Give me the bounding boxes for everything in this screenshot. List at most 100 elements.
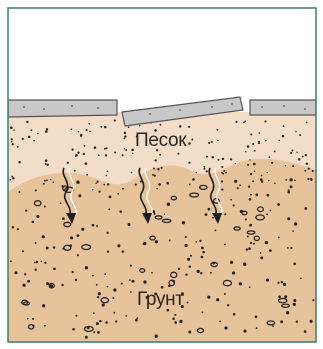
soil-grain xyxy=(233,313,236,316)
soil-grain xyxy=(265,241,268,244)
soil-grain xyxy=(129,279,131,281)
sand-grain xyxy=(222,173,224,175)
soil-grain xyxy=(293,299,296,302)
sand-grain xyxy=(304,170,306,172)
soil-grain xyxy=(121,283,123,285)
sand-grain xyxy=(75,155,77,157)
soil-grain xyxy=(192,178,195,181)
soil-grain xyxy=(107,286,109,288)
soil-grain xyxy=(224,326,227,329)
sand-grain xyxy=(179,125,182,128)
sand-grain xyxy=(261,181,263,183)
sand-grain xyxy=(107,183,109,185)
sand-grain xyxy=(222,158,224,160)
soil-grain xyxy=(278,236,280,238)
sand-grain xyxy=(218,159,220,161)
soil-grain xyxy=(169,240,171,242)
soil-grain xyxy=(188,331,191,334)
sand-grain xyxy=(104,126,106,128)
soil-grain xyxy=(293,262,296,265)
sand-grain xyxy=(98,190,100,192)
soil-grain xyxy=(85,266,88,269)
soil-grain xyxy=(174,321,177,324)
sand-grain xyxy=(117,193,119,195)
soil-grain xyxy=(25,209,27,211)
soil-grain xyxy=(287,247,289,249)
soil-grain xyxy=(77,234,80,237)
sand-grain xyxy=(89,131,91,133)
soil-grain xyxy=(207,296,210,299)
sand-grain xyxy=(154,175,156,177)
soil-grain xyxy=(230,261,233,264)
soil-grain xyxy=(312,299,314,301)
soil-grain xyxy=(243,330,246,333)
soil-grain xyxy=(256,327,258,329)
soil-grain xyxy=(182,221,185,224)
sand-grain xyxy=(247,164,249,166)
soil-grain xyxy=(42,304,45,307)
soil-grain xyxy=(76,181,79,184)
sand-grain xyxy=(252,180,254,182)
soil-grain xyxy=(97,331,100,334)
soil-grain xyxy=(46,247,49,250)
soil-grain xyxy=(267,194,270,197)
soil-grain xyxy=(107,251,109,253)
sand-grain xyxy=(271,162,273,164)
sand-grain xyxy=(50,179,52,181)
sand-grain xyxy=(310,179,312,181)
sand-grain xyxy=(208,142,210,144)
sand-grain xyxy=(80,134,82,136)
soil-grain xyxy=(17,228,19,230)
soil-grain xyxy=(135,319,138,322)
sand-grain xyxy=(204,166,206,168)
soil-grain xyxy=(189,265,191,267)
soil-grain xyxy=(44,206,46,208)
soil-grain xyxy=(151,272,153,274)
soil-grain xyxy=(125,315,127,317)
soil-grain xyxy=(72,271,74,273)
soil-grain xyxy=(199,240,201,242)
sand-grain xyxy=(253,163,256,166)
soil-grain xyxy=(249,286,251,288)
soil-grain xyxy=(53,267,56,270)
soil-grain xyxy=(205,213,208,216)
sand-grain xyxy=(206,156,208,158)
soil-grain xyxy=(290,247,292,249)
sand-grain xyxy=(250,133,252,135)
soil-grain xyxy=(283,283,286,286)
sand-grain xyxy=(124,148,126,150)
soil-grain xyxy=(277,282,279,284)
soil-grain xyxy=(32,318,34,320)
sand-grain xyxy=(124,136,126,138)
soil-grain xyxy=(119,210,122,213)
sand-grain xyxy=(13,129,15,131)
soil-grain xyxy=(92,224,95,227)
soil-grain xyxy=(46,282,49,285)
soil-grain xyxy=(130,291,132,293)
soil-grain xyxy=(212,217,214,219)
soil-grain xyxy=(44,325,46,327)
sand-grain xyxy=(269,156,271,158)
sand-grain xyxy=(230,158,232,160)
soil-grain xyxy=(247,236,249,238)
soil-grain xyxy=(97,296,99,298)
soil-grain xyxy=(268,180,270,182)
soil-grain xyxy=(200,272,202,274)
sand-grain xyxy=(45,130,48,133)
soil-grain xyxy=(278,295,281,298)
sand-grain xyxy=(308,168,310,170)
sand-grain xyxy=(191,139,193,141)
soil-grain xyxy=(75,315,77,317)
sand-grain xyxy=(306,121,308,123)
soil-grain xyxy=(232,271,235,274)
sand-grain xyxy=(204,168,206,170)
soil-grain xyxy=(12,177,14,179)
sand-grain xyxy=(95,183,97,185)
sand-grain xyxy=(260,178,263,181)
soil-grain xyxy=(201,247,204,250)
soil-grain xyxy=(113,288,116,291)
sand-grain xyxy=(107,170,109,172)
soil-grain xyxy=(96,284,98,286)
soil-grain xyxy=(277,203,280,206)
sand-grain xyxy=(274,150,276,152)
